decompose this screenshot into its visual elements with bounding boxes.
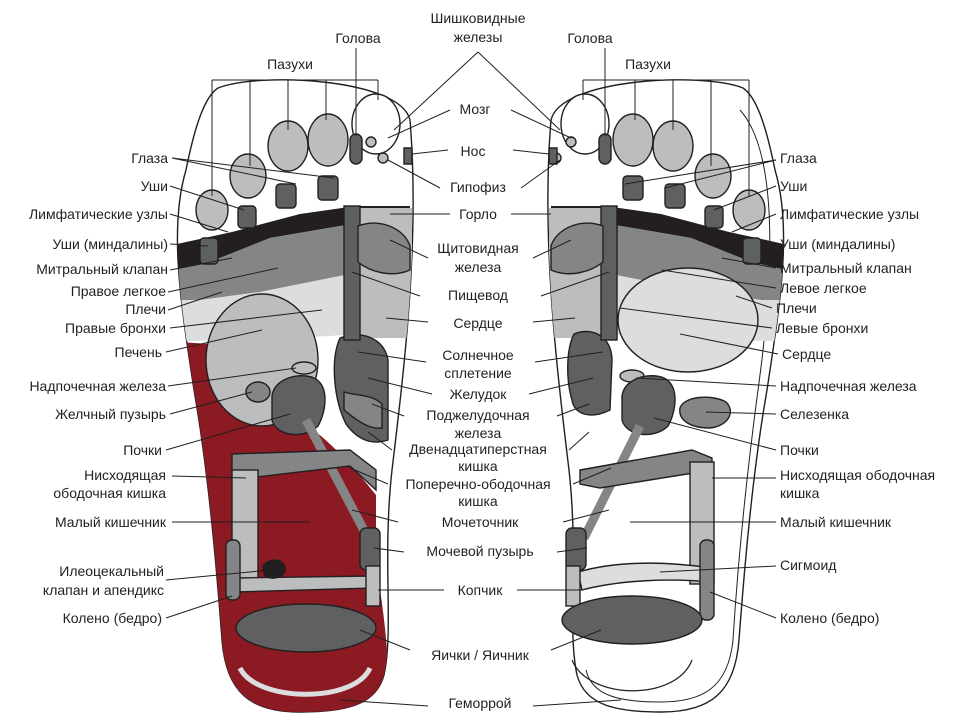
left-eye-2	[318, 176, 338, 200]
label-left-colon-1: Нисходящая	[84, 467, 166, 483]
label-left-liver: Печень	[115, 344, 163, 360]
label-right-small-intestine: Малый кишечник	[780, 514, 892, 530]
label-right-sigmoid: Сигмоид	[780, 557, 836, 573]
left-pineal	[366, 137, 376, 147]
label-right-adrenal: Надпочечная железа	[780, 378, 917, 394]
label-hemorrhoids: Геморрой	[448, 695, 511, 711]
label-right-mitral: Митральный клапан	[780, 260, 912, 276]
label-left-shoulders: Плечи	[125, 301, 166, 317]
label-left-ileocecal-1: Илеоцекальный	[59, 563, 164, 579]
left-bladder	[360, 528, 380, 570]
label-left-ears: Уши	[141, 178, 168, 194]
left-head-mark	[350, 134, 362, 164]
right-pineal	[566, 137, 576, 147]
label-right-bronchi: Левые бронхи	[776, 320, 868, 336]
right-nose-mark	[549, 148, 557, 164]
label-thyroid-2: железа	[455, 259, 502, 275]
right-eye-2	[623, 176, 643, 200]
left-eye-1	[276, 184, 296, 208]
label-thyroid-1: Щитовидная	[437, 240, 519, 256]
left-knee	[226, 540, 240, 600]
label-nose: Нос	[461, 143, 486, 159]
label-right-colon-2: кишка	[780, 485, 820, 501]
label-right-lung: Левое легкое	[780, 280, 867, 296]
label-left-small-intestine: Малый кишечник	[55, 514, 167, 530]
label-pituitary: Гипофиз	[450, 179, 506, 195]
label-right-ears: Уши	[780, 178, 807, 194]
label-transverse-colon-1: Поперечно-ободочная	[405, 476, 550, 492]
label-sinus-right: Пазухи	[625, 56, 671, 72]
left-pituitary	[378, 153, 388, 163]
label-coccyx: Копчик	[458, 582, 504, 598]
right-coccyx	[566, 566, 580, 606]
label-ureter: Мочеточник	[442, 514, 519, 530]
label-pancreas-2: железа	[455, 425, 502, 441]
label-gonads: Яички / Яичник	[431, 647, 530, 663]
label-solar-plexus-2: сплетение	[444, 365, 512, 381]
label-head-right: Голова	[567, 30, 613, 46]
left-toe-4	[230, 154, 266, 198]
label-sinus-left: Пазухи	[267, 56, 313, 72]
label-right-knee: Колено (бедро)	[780, 610, 879, 626]
label-duodenum-2: кишка	[458, 458, 498, 474]
left-foot	[140, 80, 413, 718]
labels: Шишковидные железы Голова Голова Пазухи …	[29, 10, 935, 711]
left-nose-mark	[404, 148, 412, 164]
label-esophagus: Пищевод	[448, 287, 508, 303]
label-right-lymph: Лимфатические узлы	[780, 206, 919, 222]
right-kidney	[622, 376, 675, 435]
label-heart-center: Сердце	[453, 315, 502, 331]
left-gonads	[236, 604, 376, 652]
label-right-spleen: Селезенка	[780, 406, 849, 422]
label-pineal-1: Шишковидные	[431, 10, 526, 26]
label-transverse-colon-2: кишка	[458, 493, 498, 509]
label-left-kidneys: Почки	[123, 442, 162, 458]
right-stomach	[568, 332, 612, 415]
label-left-bronchi: Правые бронхи	[65, 320, 166, 336]
label-left-gallbladder: Желчный пузырь	[55, 406, 166, 422]
left-tonsil	[200, 238, 218, 264]
label-left-knee: Колено (бедро)	[63, 610, 162, 626]
left-toe-2	[308, 114, 348, 166]
label-left-colon-2: ободочная кишка	[53, 485, 166, 501]
label-throat: Горло	[459, 206, 497, 222]
label-right-shoulders: Плечи	[776, 300, 817, 316]
label-left-lung: Правое легкое	[71, 283, 167, 299]
right-toe-2	[613, 114, 653, 166]
label-left-ileocecal-2: клапан и апендикс	[43, 582, 164, 598]
label-brain: Мозг	[460, 101, 491, 117]
label-right-kidneys: Почки	[780, 442, 819, 458]
label-head-left: Голова	[335, 30, 381, 46]
label-pineal-2: железы	[454, 29, 503, 45]
label-bladder: Мочевой пузырь	[426, 543, 533, 559]
label-duodenum-1: Двенадцатиперстная	[409, 441, 547, 457]
label-pancreas-1: Поджелудочная	[426, 407, 529, 423]
label-left-adrenal: Надпочечная железа	[29, 378, 166, 394]
right-knee	[700, 540, 714, 620]
label-left-lymph: Лимфатические узлы	[29, 206, 168, 222]
label-right-eyes: Глаза	[780, 150, 817, 166]
left-gallbladder	[246, 382, 270, 402]
label-right-heart: Сердце	[782, 346, 831, 362]
left-kidney	[272, 376, 325, 435]
label-stomach: Желудок	[450, 386, 508, 402]
label-left-mitral: Митральный клапан	[36, 261, 168, 277]
label-left-tonsils: Уши (миндалины)	[53, 236, 168, 252]
label-right-tonsils: Уши (миндалины)	[780, 236, 895, 252]
label-left-eyes: Глаза	[131, 150, 168, 166]
right-heart	[618, 268, 758, 372]
right-tonsil	[743, 238, 761, 264]
right-head-mark	[599, 134, 611, 164]
label-solar-plexus-1: Солнечное	[442, 347, 514, 363]
right-ear	[705, 206, 723, 228]
left-coccyx	[366, 566, 380, 606]
label-right-colon-1: Нисходящая ободочная	[780, 467, 935, 483]
